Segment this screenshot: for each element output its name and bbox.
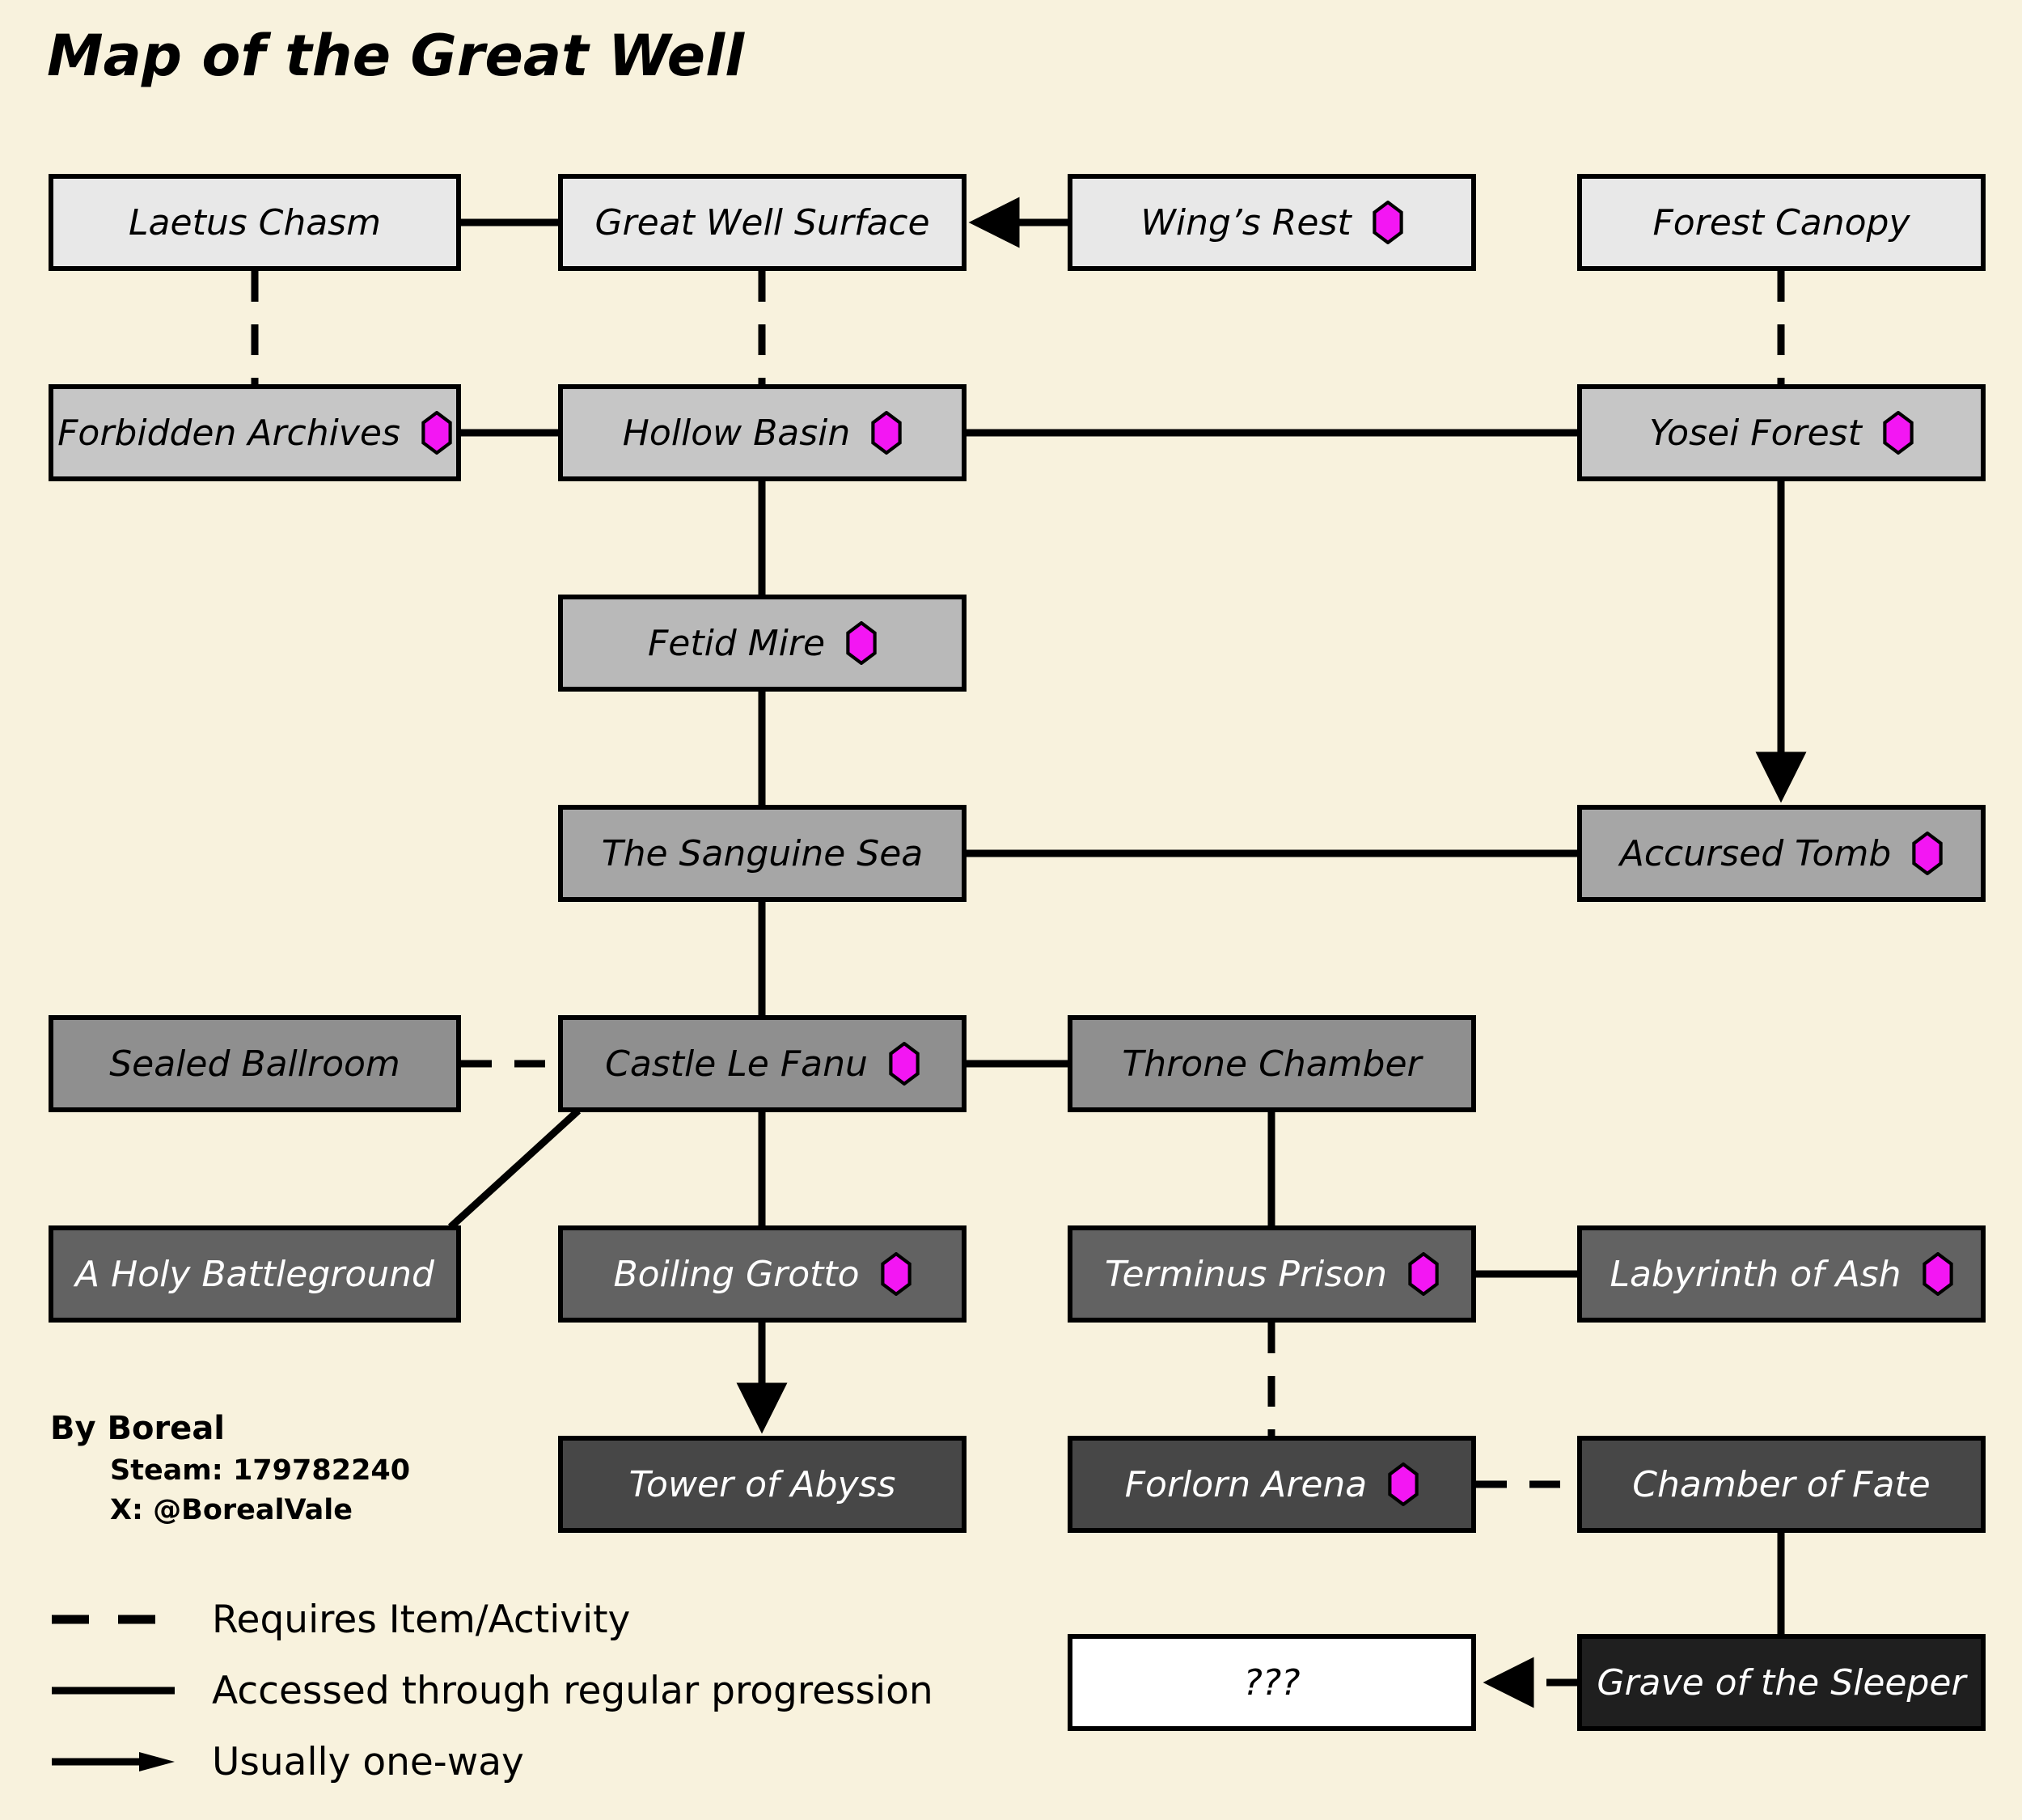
node-label-labyrinth-of-ash: Labyrinth of Ash [1610, 1253, 1901, 1295]
node-label-chamber-of-fate: Chamber of Fate [1632, 1463, 1931, 1505]
node-fetid-mire: Fetid Mire [558, 595, 967, 692]
node-label-forlorn-arena: Forlorn Arena [1124, 1463, 1368, 1505]
node-castle-le-fanu: Castle Le Fanu [558, 1015, 967, 1112]
node-label-yosei-forest: Yosei Forest [1649, 412, 1862, 454]
node-label-the-sanguine-sea: The Sanguine Sea [601, 832, 924, 874]
gem-icon [1388, 1462, 1419, 1506]
node-label-unknown: ??? [1243, 1661, 1301, 1704]
legend: Requires Item/Activity Accessed through … [49, 1584, 933, 1797]
node-grave-of-the-sleeper: Grave of the Sleeper [1577, 1634, 1986, 1731]
credits-steam: Steam: 179782240 [110, 1454, 411, 1487]
gem-icon [871, 411, 902, 455]
node-label-great-well-surface: Great Well Surface [594, 201, 930, 243]
legend-item-requires: Requires Item/Activity [49, 1584, 933, 1655]
node-label-laetus-chasm: Laetus Chasm [129, 201, 381, 243]
arrow-icon [52, 1752, 175, 1771]
solid-line-icon [52, 1687, 175, 1695]
node-terminus-prison: Terminus Prison [1068, 1225, 1476, 1323]
node-yosei-forest: Yosei Forest [1577, 384, 1986, 481]
node-sealed-ballroom: Sealed Ballroom [49, 1015, 461, 1112]
node-throne-chamber: Throne Chamber [1068, 1015, 1476, 1112]
node-label-forbidden-archives: Forbidden Archives [57, 412, 400, 454]
legend-label-oneway: Usually one-way [212, 1739, 524, 1784]
node-boiling-grotto: Boiling Grotto [558, 1225, 967, 1323]
legend-label-requires: Requires Item/Activity [212, 1597, 631, 1642]
node-label-grave-of-the-sleeper: Grave of the Sleeper [1597, 1661, 1966, 1704]
node-hollow-basin: Hollow Basin [558, 384, 967, 481]
node-forlorn-arena: Forlorn Arena [1068, 1436, 1476, 1533]
gem-icon [1883, 411, 1914, 455]
dashed-line-icon [52, 1615, 175, 1624]
node-wings-rest: Wing’s Rest [1068, 174, 1476, 271]
legend-item-regular: Accessed through regular progression [49, 1655, 933, 1726]
node-label-throne-chamber: Throne Chamber [1122, 1043, 1422, 1085]
node-laetus-chasm: Laetus Chasm [49, 174, 461, 271]
gem-icon [1372, 201, 1403, 244]
gem-icon [846, 621, 877, 665]
node-forest-canopy: Forest Canopy [1577, 174, 1986, 271]
node-tower-of-abyss: Tower of Abyss [558, 1436, 967, 1533]
node-label-forest-canopy: Forest Canopy [1652, 201, 1910, 243]
gem-icon [889, 1042, 920, 1086]
node-forbidden-archives: Forbidden Archives [49, 384, 461, 481]
node-great-well-surface: Great Well Surface [558, 174, 967, 271]
node-label-castle-le-fanu: Castle Le Fanu [605, 1043, 868, 1085]
credits-author: By Boreal [50, 1410, 226, 1447]
node-the-sanguine-sea: The Sanguine Sea [558, 805, 967, 902]
legend-item-oneway: Usually one-way [49, 1726, 933, 1797]
legend-label-regular: Accessed through regular progression [212, 1668, 933, 1713]
node-accursed-tomb: Accursed Tomb [1577, 805, 1986, 902]
node-label-hollow-basin: Hollow Basin [622, 412, 851, 454]
gem-icon [421, 411, 452, 455]
credits: By Boreal Steam: 179782240 X: @BorealVal… [50, 1406, 410, 1530]
gem-icon [880, 1252, 912, 1296]
gem-icon [1922, 1252, 1953, 1296]
node-label-tower-of-abyss: Tower of Abyss [628, 1463, 896, 1505]
node-label-wings-rest: Wing’s Rest [1140, 201, 1352, 243]
node-label-fetid-mire: Fetid Mire [647, 622, 826, 664]
node-a-holy-battleground: A Holy Battleground [49, 1225, 461, 1323]
node-label-terminus-prison: Terminus Prison [1105, 1253, 1387, 1295]
node-label-boiling-grotto: Boiling Grotto [613, 1253, 860, 1295]
node-label-a-holy-battleground: A Holy Battleground [75, 1253, 434, 1295]
gem-icon [1912, 832, 1943, 875]
edge-castle-battleground [447, 1107, 582, 1230]
page-title: Map of the Great Well [47, 23, 745, 89]
node-unknown: ??? [1068, 1634, 1476, 1731]
node-label-sealed-ballroom: Sealed Ballroom [109, 1043, 400, 1085]
gem-icon [1408, 1252, 1439, 1296]
node-label-accursed-tomb: Accursed Tomb [1619, 832, 1892, 874]
node-chamber-of-fate: Chamber of Fate [1577, 1436, 1986, 1533]
credits-x-handle: X: @BorealVale [110, 1494, 353, 1526]
node-labyrinth-of-ash: Labyrinth of Ash [1577, 1225, 1986, 1323]
